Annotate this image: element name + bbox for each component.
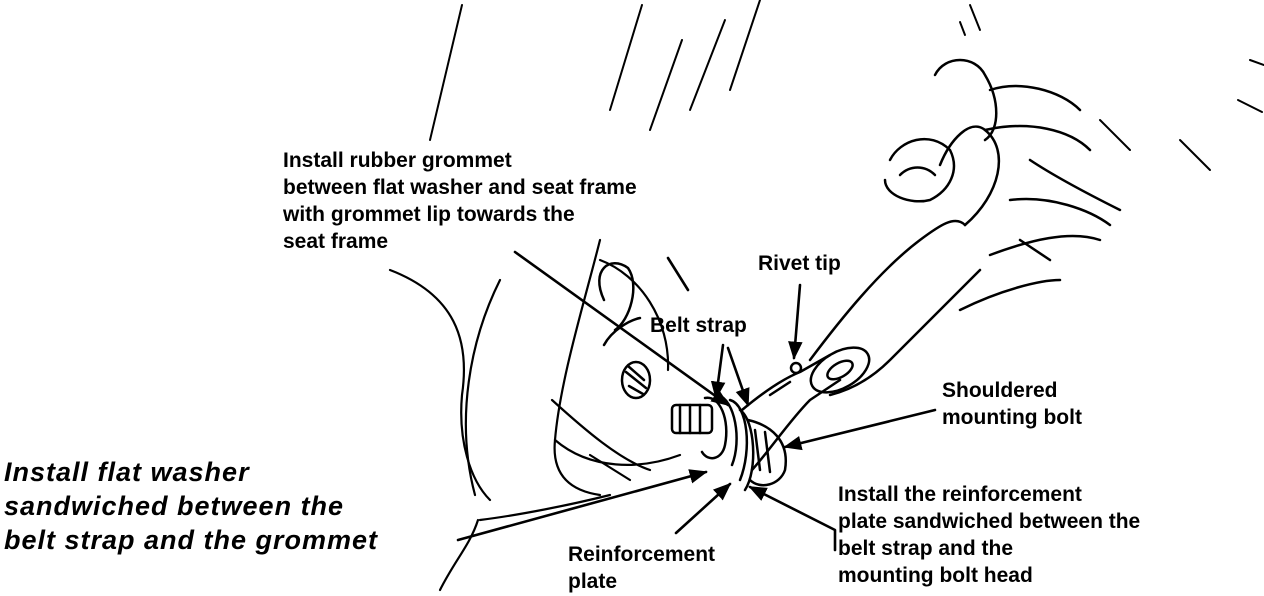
flat-washer-line-1: Install flat washer <box>4 457 250 487</box>
belt-strap-label: Belt strap <box>650 314 747 337</box>
reinforcement-plate-line-1: Reinforcement <box>568 543 716 566</box>
frame-holes <box>598 262 652 400</box>
grommet-callout-line-3: with grommet lip towards the <box>283 203 575 226</box>
install-reinforcement-line-2: plate sandwiched between the <box>838 510 1141 533</box>
seat-frame <box>388 238 682 592</box>
shouldered-bolt-line-1: Shouldered <box>942 379 1058 402</box>
install-reinforcement-callout: Install the reinforcement plate sandwich… <box>838 481 1140 589</box>
shouldered-bolt-line-2: mounting bolt <box>942 406 1082 429</box>
grommet-callout-line-4: seat frame <box>283 230 389 253</box>
flat-washer-line-2: sandwiched between the <box>4 491 345 521</box>
leader-lines <box>456 250 937 552</box>
rivet-tip-label: Rivet tip <box>758 252 841 275</box>
grommet-callout: Install rubber grommet between flat wash… <box>283 147 637 255</box>
hand-with-tool <box>808 58 1122 397</box>
install-reinforcement-line-1: Install the reinforcement <box>838 483 1082 506</box>
reinforcement-plate-callout: Reinforcement plate <box>568 541 715 595</box>
install-reinforcement-line-4: mounting bolt head <box>838 564 1033 587</box>
grommet-callout-line-2: between flat washer and seat frame <box>283 176 637 199</box>
grommet-callout-line-1: Install rubber grommet <box>283 149 512 172</box>
bolt-assembly <box>670 393 788 492</box>
flat-washer-callout: Install flat washer sandwiched between t… <box>4 455 378 557</box>
shouldered-bolt-callout: Shouldered mounting bolt <box>942 377 1082 431</box>
reinforcement-plate-line-2: plate <box>568 570 618 593</box>
seat-contour-lines <box>429 0 1264 171</box>
flat-washer-line-3: belt strap and the grommet <box>4 525 379 555</box>
install-reinforcement-line-3: belt strap and the <box>838 537 1014 560</box>
